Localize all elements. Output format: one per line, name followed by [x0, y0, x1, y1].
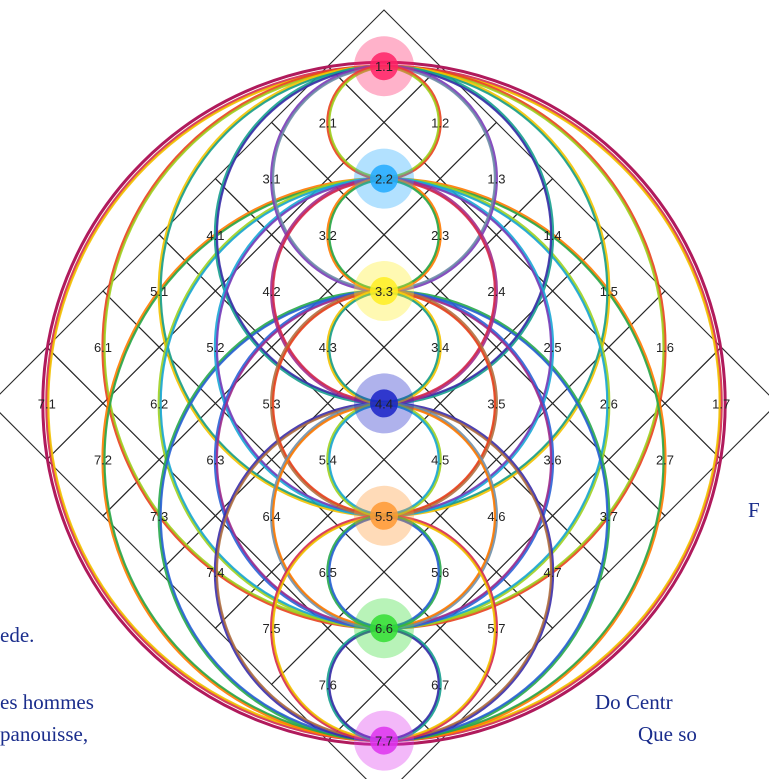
cell-label-4-5: 4.5 [431, 453, 449, 468]
cell-label-6-7: 6.7 [431, 677, 449, 692]
cell-label-6-5: 6.5 [319, 565, 337, 580]
text-fragment-right-1: F [748, 500, 760, 521]
cell-label-5-1: 5.1 [150, 284, 168, 299]
cell-label-2-5: 2.5 [544, 340, 562, 355]
cell-label-1-4: 1.4 [544, 228, 562, 243]
cell-label-4-1: 4.1 [206, 228, 224, 243]
cell-label-7-1: 7.1 [38, 396, 56, 411]
cell-label-5-4: 5.4 [319, 453, 337, 468]
cell-label-1-5: 1.5 [600, 284, 618, 299]
cell-label-1-1: 1.1 [375, 59, 393, 74]
cell-label-7-2: 7.2 [94, 453, 112, 468]
cell-label-7-5: 7.5 [263, 621, 281, 636]
cell-label-2-4: 2.4 [487, 284, 505, 299]
cell-label-2-1: 2.1 [319, 115, 337, 130]
cell-label-3-4: 3.4 [431, 340, 449, 355]
cell-label-3-3: 3.3 [375, 284, 393, 299]
cell-label-1-3: 1.3 [487, 172, 505, 187]
cell-label-4-4: 4.4 [375, 396, 393, 411]
cell-label-1-2: 1.2 [431, 115, 449, 130]
cell-label-2-7: 2.7 [656, 453, 674, 468]
text-fragment-left-1: ede. [0, 625, 34, 646]
text-fragment-left-3: panouisse, [0, 724, 88, 745]
cell-label-3-1: 3.1 [263, 172, 281, 187]
cell-label-5-7: 5.7 [487, 621, 505, 636]
cell-label-7-6: 7.6 [319, 677, 337, 692]
cell-label-7-3: 7.3 [150, 509, 168, 524]
cell-label-4-7: 4.7 [544, 565, 562, 580]
cell-label-5-2: 5.2 [206, 340, 224, 355]
cell-label-3-7: 3.7 [600, 509, 618, 524]
cell-label-6-1: 6.1 [94, 340, 112, 355]
text-fragment-left-2: es hommes [0, 692, 94, 713]
cell-label-3-2: 3.2 [319, 228, 337, 243]
cell-label-5-6: 5.6 [431, 565, 449, 580]
cell-label-2-6: 2.6 [600, 396, 618, 411]
cell-label-4-2: 4.2 [263, 284, 281, 299]
cell-label-2-3: 2.3 [431, 228, 449, 243]
text-fragment-right-2: Do Centr [595, 692, 673, 713]
cell-label-1-6: 1.6 [656, 340, 674, 355]
cell-label-2-2: 2.2 [375, 172, 393, 187]
cell-label-3-5: 3.5 [487, 396, 505, 411]
cell-label-4-3: 4.3 [319, 340, 337, 355]
cell-label-4-6: 4.6 [487, 509, 505, 524]
cell-label-5-5: 5.5 [375, 509, 393, 524]
cell-label-6-4: 6.4 [263, 509, 281, 524]
cell-label-7-7: 7.7 [375, 734, 393, 749]
cell-label-6-3: 6.3 [206, 453, 224, 468]
cell-label-1-7: 1.7 [712, 396, 730, 411]
cell-label-5-3: 5.3 [263, 396, 281, 411]
cell-label-7-4: 7.4 [206, 565, 224, 580]
cell-label-6-2: 6.2 [150, 396, 168, 411]
cell-label-3-6: 3.6 [544, 453, 562, 468]
cell-label-6-6: 6.6 [375, 621, 393, 636]
text-fragment-right-3: Que so [638, 724, 697, 745]
